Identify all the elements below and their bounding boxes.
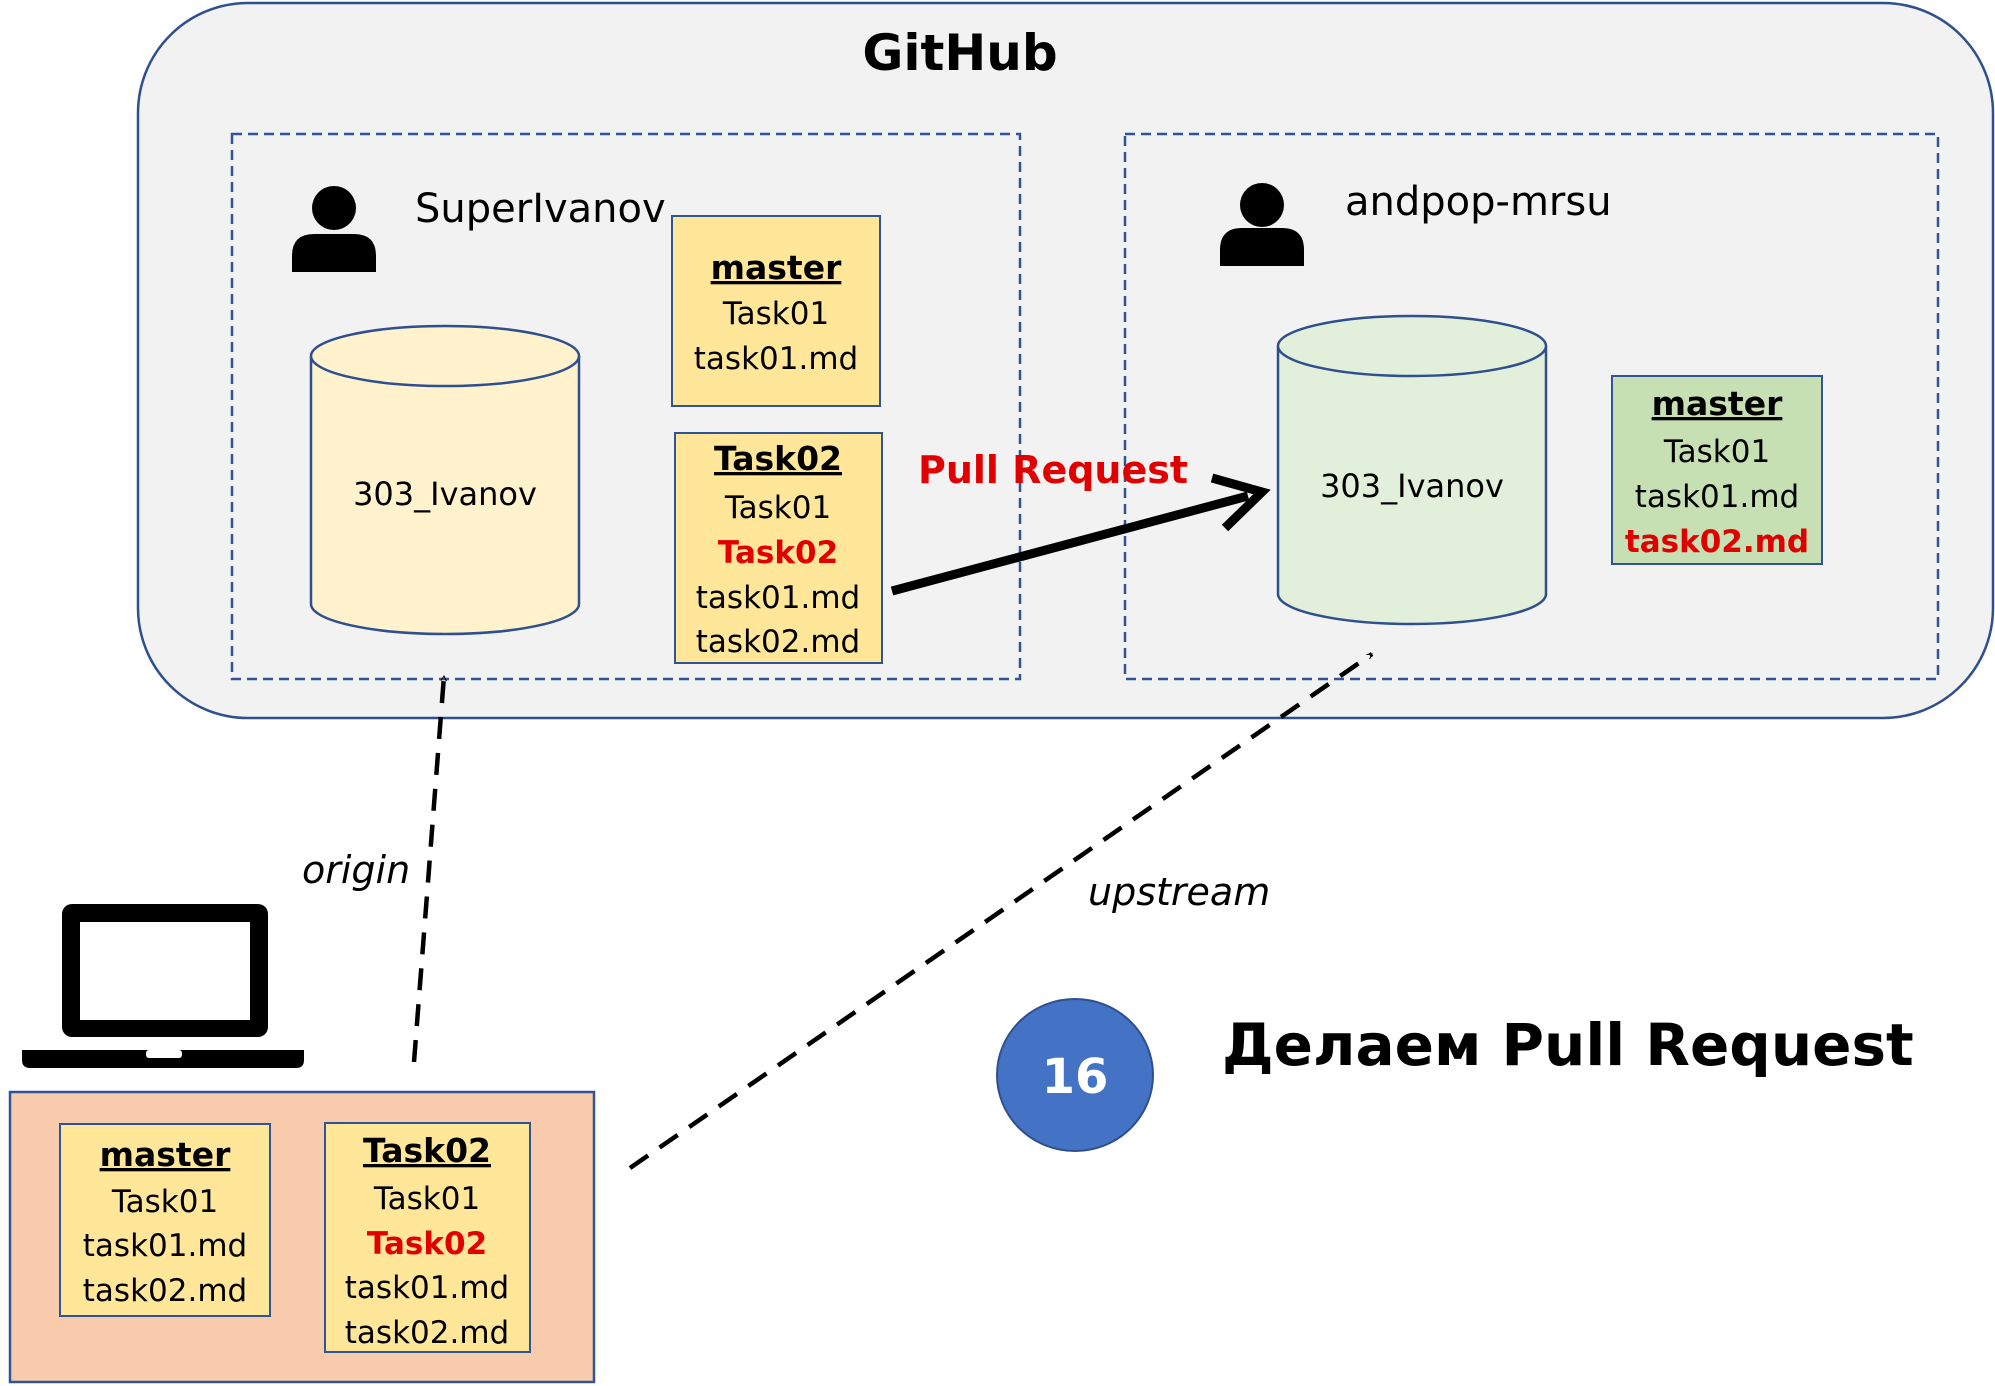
local-task02-branch: Task02 Task01 Task02 task01.md task02.md xyxy=(324,1122,531,1353)
user-icon xyxy=(1220,183,1304,266)
upstream-arrow: upstream xyxy=(628,652,1374,1170)
branch-line: task02.md xyxy=(345,1315,509,1351)
branch-line: task01.md xyxy=(1635,479,1799,515)
branch-line: task01.md xyxy=(345,1270,509,1306)
laptop-icon xyxy=(22,904,304,1068)
branch-line-new-commit: Task02 xyxy=(367,1226,487,1262)
branch-title: master xyxy=(100,1135,231,1174)
branch-line-merged-file: task02.md xyxy=(1625,524,1809,560)
local-master-branch: master Task01 task01.md task02.md xyxy=(59,1123,271,1317)
branch-title: Task02 xyxy=(363,1131,491,1170)
github-title: GitHub xyxy=(862,24,1057,82)
branch-line: Task01 xyxy=(724,490,831,526)
fork-repo-label: 303_Ivanov xyxy=(353,475,537,513)
origin-arrow: origin xyxy=(302,674,447,1063)
upstream-repo-cylinder: 303_Ivanov xyxy=(1276,314,1548,626)
step-number: 16 xyxy=(1042,1049,1109,1105)
local-repository: master Task01 task01.md task02.md Task02… xyxy=(8,1090,596,1384)
user-icon xyxy=(292,186,376,272)
upstream-user-name: andpop-mrsu xyxy=(1345,179,1612,225)
branch-line: task02.md xyxy=(696,624,860,660)
fork-repo-cylinder: 303_Ivanov xyxy=(309,324,581,636)
branch-line: task01.md xyxy=(694,341,858,377)
branch-title: master xyxy=(1652,384,1783,423)
upstream-label: upstream xyxy=(1088,870,1270,914)
branch-title: master xyxy=(711,248,842,287)
branch-line: task01.md xyxy=(83,1228,247,1264)
origin-label: origin xyxy=(302,848,410,892)
branch-line: Task01 xyxy=(373,1181,480,1217)
step-title: Делаем Pull Request xyxy=(1222,1011,1914,1079)
branch-title: Task02 xyxy=(714,439,842,478)
branch-line: Task01 xyxy=(722,296,829,332)
branch-line: task01.md xyxy=(696,580,860,616)
fork-user-name: SuperIvanov xyxy=(415,186,666,232)
branch-line: task02.md xyxy=(83,1273,247,1309)
upstream-master-branch: master Task01 task01.md task02.md xyxy=(1611,375,1823,565)
branch-line: Task01 xyxy=(1663,434,1770,470)
fork-user-area: SuperIvanov 303_Ivanov master Task01 tas… xyxy=(230,132,1022,681)
branch-line-new-commit: Task02 xyxy=(718,535,838,571)
upstream-repo-label: 303_Ivanov xyxy=(1320,467,1504,505)
branch-line: Task01 xyxy=(111,1184,218,1220)
fork-master-branch: master Task01 task01.md xyxy=(671,215,881,407)
fork-task02-branch: Task02 Task01 Task02 task01.md task02.md xyxy=(674,432,883,664)
upstream-user-area: andpop-mrsu 303_Ivanov master Task01 tas… xyxy=(1123,132,1940,681)
pull-request-label: Pull Request xyxy=(918,448,1188,492)
step-badge: 16 xyxy=(996,998,1154,1152)
pull-request-arrow: Pull Request xyxy=(890,448,1271,596)
